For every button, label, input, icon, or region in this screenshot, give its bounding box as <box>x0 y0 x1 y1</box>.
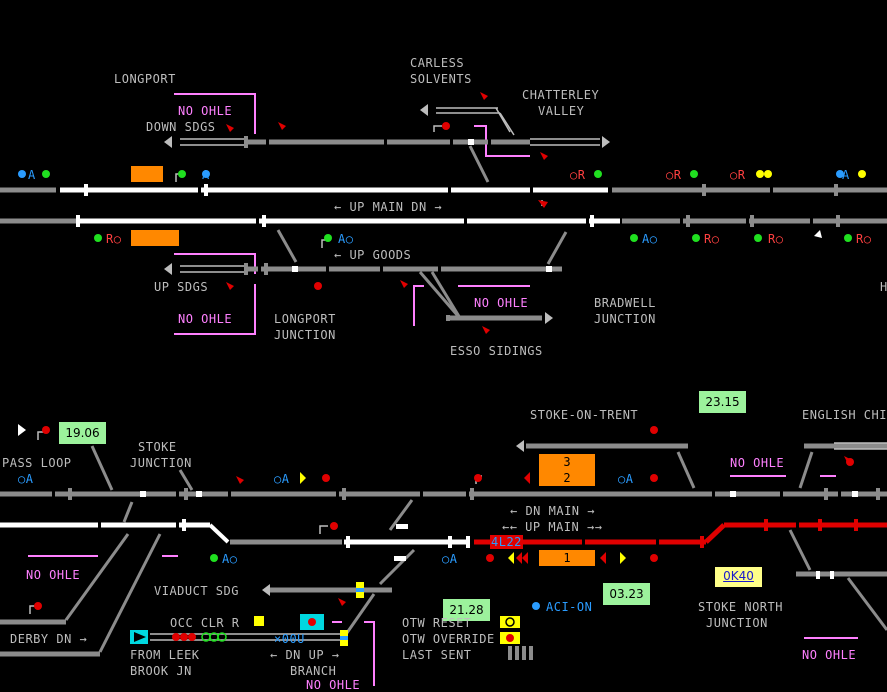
berth-0k40[interactable]: 0K40 <box>715 567 762 587</box>
no-ohle-4: NO OHLE <box>730 456 785 470</box>
track-breaks-top <box>56 138 813 274</box>
track-breaks-bottom <box>52 490 841 547</box>
no-ohle-7: NO OHLE <box>802 648 857 662</box>
label-dn-up: ← DN UP → <box>270 648 340 662</box>
label-stoke-north-jn: JUNCTION <box>706 616 768 630</box>
label-last-sent: LAST SENT <box>402 648 472 662</box>
label-up-main: ←← UP MAIN →→ <box>502 520 603 534</box>
no-ohle-6: NO OHLE <box>306 678 361 692</box>
sig-a-3[interactable]: A <box>842 168 850 182</box>
label-bradwell-jn: JUNCTION <box>594 312 656 326</box>
label-viaduct-sdg: VIADUCT SDG <box>154 584 239 598</box>
no-ohle-3: NO OHLE <box>178 312 233 326</box>
label-derby-dn: DERBY DN → <box>10 632 88 646</box>
sig-oa-3[interactable]: ○A <box>618 472 634 486</box>
block-joints-bottom <box>140 491 858 548</box>
label-stoke-north: STOKE NORTH <box>698 600 783 614</box>
berth-empty-2[interactable] <box>131 230 179 246</box>
label-stoke: STOKE <box>138 440 177 454</box>
sig-or-3[interactable]: ○R <box>730 168 746 182</box>
berth-3-2[interactable]: 3 2 <box>539 454 595 486</box>
berth-1[interactable]: 1 <box>539 550 595 566</box>
sig-ro-2[interactable]: R○ <box>704 232 720 246</box>
berth-empty-1[interactable] <box>131 166 163 182</box>
label-longport: LONGPORT <box>114 72 176 86</box>
time-2128[interactable]: 21.28 <box>443 599 490 621</box>
berth-2: 2 <box>563 471 571 485</box>
label-stoke-on-trent: STOKE-ON-TRENT <box>530 408 639 422</box>
label-xoou[interactable]: ×00U <box>274 632 305 646</box>
label-carless: CARLESS <box>410 56 465 70</box>
label-bradwell: BRADWELL <box>594 296 656 310</box>
block-joints-grey-bottom <box>68 488 880 500</box>
label-occ-clr: OCC CLR R <box>170 616 240 630</box>
sig-or-2[interactable]: ○R <box>666 168 682 182</box>
label-brook-jn: BROOK JN <box>130 664 192 678</box>
label-dn-main: ← DN MAIN → <box>510 504 595 518</box>
time-0323[interactable]: 03.23 <box>603 583 650 605</box>
ohle-frames-top <box>174 93 530 335</box>
sig-or-1[interactable]: ○R <box>570 168 586 182</box>
time-1906[interactable]: 19.06 <box>59 422 106 444</box>
label-aci-on[interactable]: ACI-ON <box>546 600 593 614</box>
label-longport-jn: LONGPORT <box>274 312 336 326</box>
label-branch: BRANCH <box>290 664 337 678</box>
signal-heads-green <box>42 170 852 562</box>
block-joints-top <box>76 139 594 272</box>
label-solvents: SOLVENTS <box>410 72 472 86</box>
sig-ro-1[interactable]: R○ <box>106 232 122 246</box>
headcode-4l22[interactable]: 4L22 <box>490 535 523 549</box>
label-up-main-dn: ← UP MAIN DN → <box>334 200 443 214</box>
label-chatterley: CHATTERLEY <box>522 88 600 102</box>
sidings-joints <box>394 524 834 579</box>
no-ohle-2: NO OHLE <box>474 296 529 310</box>
label-up-goods: ← UP GOODS <box>334 248 412 262</box>
sig-oa-4[interactable]: ○A <box>442 552 458 566</box>
label-otw-reset: OTW RESET <box>402 616 472 630</box>
label-down-sdgs: DOWN SDGS <box>146 120 216 134</box>
no-ohle-5: NO OHLE <box>26 568 81 582</box>
berth-3: 3 <box>563 455 571 469</box>
label-esso-sidings: ESSO SIDINGS <box>450 344 543 358</box>
block-joints-red <box>700 519 858 548</box>
sig-ro-3[interactable]: R○ <box>768 232 784 246</box>
label-valley: VALLEY <box>538 104 585 118</box>
label-otw-override: OTW OVERRIDE <box>402 632 495 646</box>
sig-oa-1[interactable]: ○A <box>18 472 34 486</box>
label-truncated-h: H <box>880 280 887 294</box>
label-longport-jn-2: JUNCTION <box>274 328 336 342</box>
sig-ao-2[interactable]: A○ <box>642 232 658 246</box>
label-from-leek: FROM LEEK <box>130 648 200 662</box>
sig-ao-1[interactable]: A○ <box>338 232 354 246</box>
up-main-dn-track <box>0 187 887 224</box>
label-english-chi: ENGLISH CHI <box>802 408 887 422</box>
sig-oa-2[interactable]: ○A <box>274 472 290 486</box>
block-joints-grey-top <box>244 136 840 321</box>
lower-sidings <box>0 571 887 657</box>
label-stoke-jn: JUNCTION <box>130 456 192 470</box>
track-end-arrows <box>164 104 610 596</box>
down-sidings-lines <box>180 107 600 273</box>
signal-heads-blue <box>18 170 844 178</box>
ohle-frames-bottom <box>28 475 858 686</box>
down-sdgs-track <box>246 139 562 321</box>
up-main-track <box>0 522 887 545</box>
no-ohle-1: NO OHLE <box>178 104 233 118</box>
label-pass-loop: PASS LOOP <box>2 456 72 470</box>
sig-ro-4[interactable]: R○ <box>856 232 872 246</box>
junction-diagonals <box>276 145 568 319</box>
sig-ao-3[interactable]: A○ <box>222 552 238 566</box>
label-up-sdgs: UP SDGS <box>154 280 209 294</box>
sig-a-2[interactable]: A <box>202 168 210 182</box>
sig-a-1[interactable]: A <box>28 168 36 182</box>
time-2315[interactable]: 23.15 <box>699 391 746 413</box>
signal-heads-yellow <box>300 170 866 564</box>
signal-heads-red <box>34 122 854 610</box>
